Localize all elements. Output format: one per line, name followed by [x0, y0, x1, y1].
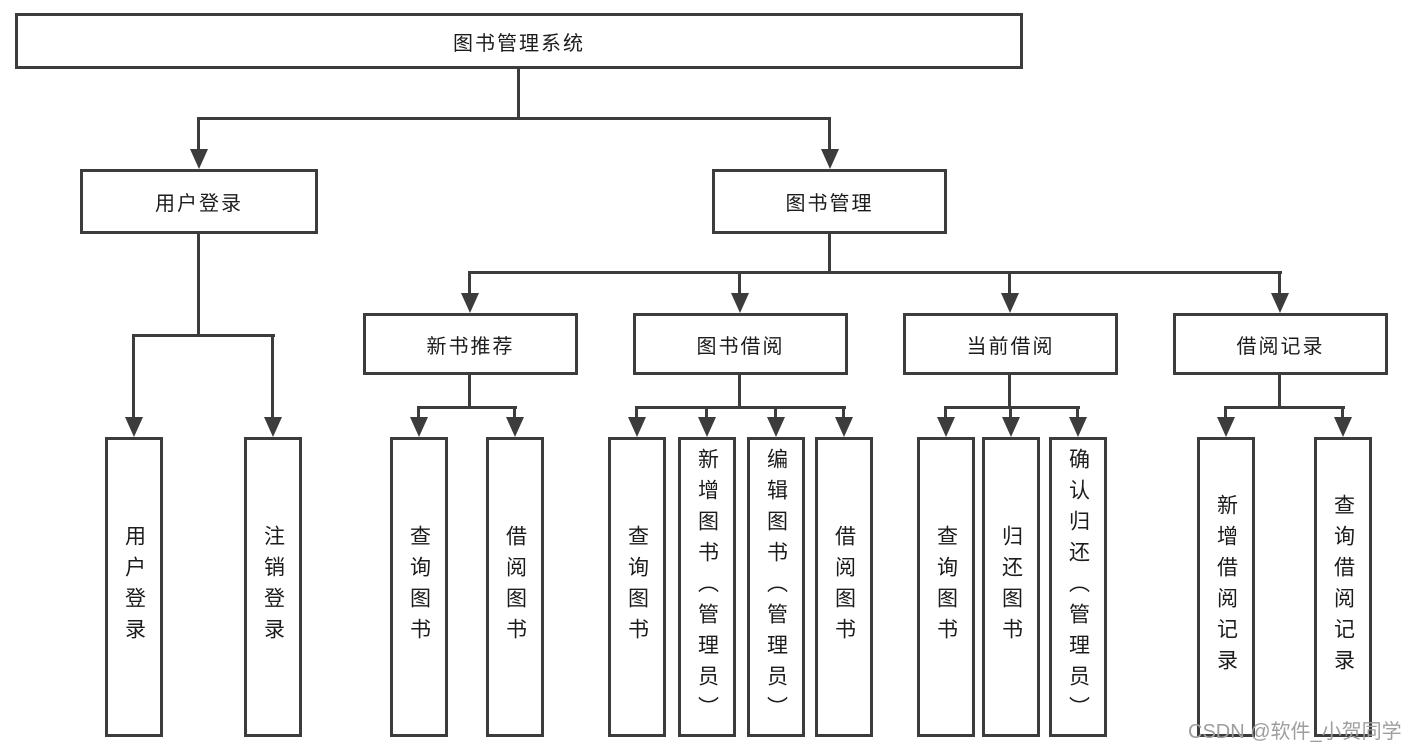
connector-borrowrecord-bar [1224, 406, 1345, 409]
csdn-watermark: CSDN @软件_小贺同学 [1188, 721, 1402, 743]
leaf-bb-query-books: 查询图书 [608, 437, 666, 737]
leaf-nb-borrow-books-label: 借阅图书 [503, 525, 527, 649]
leaf-bb-edit-books-admin-label: 编辑图书（管理员） [764, 447, 788, 727]
connector-currentborrow-trunk [1008, 375, 1011, 409]
arrow-down-icon [410, 417, 428, 437]
leaf-br-query-record: 查询借阅记录 [1314, 437, 1372, 737]
connector-currentborrow-drop-1 [944, 406, 947, 419]
node-user-login: 用户登录 [80, 169, 318, 234]
connector-userlogin-drop-2 [271, 334, 274, 418]
connector-newbooks-drop-2 [513, 406, 516, 419]
arrow-down-icon [698, 417, 716, 437]
node-current-borrow: 当前借阅 [903, 313, 1118, 375]
connector-userlogin-drop-1 [132, 334, 135, 418]
leaf-bb-add-books-admin: 新增图书（管理员） [678, 437, 736, 737]
arrow-down-icon [125, 417, 143, 437]
leaf-bb-borrow-books-label: 借阅图书 [832, 525, 856, 649]
connector-bookmgmt-drop-2 [738, 271, 741, 294]
connector-bookmgmt-drop-1 [468, 271, 471, 294]
leaf-cb-confirm-return-admin-label: 确认归还（管理员） [1066, 447, 1090, 727]
connector-currentborrow-bar [944, 406, 1080, 409]
connector-newbooks-trunk [468, 375, 471, 409]
connector-userlogin-bar [132, 334, 275, 337]
leaf-cb-query-books-label: 查询图书 [934, 525, 958, 649]
leaf-cb-return-books: 归还图书 [982, 437, 1040, 737]
leaf-cb-confirm-return-admin: 确认归还（管理员） [1049, 437, 1107, 737]
node-book-management-label: 图书管理 [785, 193, 874, 215]
arrow-down-icon [628, 417, 646, 437]
node-root: 图书管理系统 [15, 13, 1023, 69]
connector-userlogin-trunk [197, 234, 200, 337]
node-current-borrow-label: 当前借阅 [966, 335, 1055, 358]
arrow-down-icon [937, 417, 955, 437]
connector-root-drop-left [197, 117, 200, 151]
leaf-user-login-label: 用户登录 [122, 525, 146, 649]
arrow-down-icon [1002, 417, 1020, 437]
connector-bookborrow-drop-1 [635, 406, 638, 419]
arrow-down-icon [1001, 293, 1019, 313]
arrow-down-icon [1334, 417, 1352, 437]
arrow-down-icon [835, 417, 853, 437]
leaf-bb-add-books-admin-label: 新增图书（管理员） [695, 447, 719, 727]
connector-bookborrow-drop-4 [842, 406, 845, 419]
leaf-br-add-record-label: 新增借阅记录 [1214, 494, 1238, 680]
node-new-book-recommend-label: 新书推荐 [426, 335, 515, 358]
connector-bookborrow-trunk [738, 375, 741, 409]
connector-bookborrow-drop-3 [774, 406, 777, 419]
connector-bookmgmt-trunk [828, 234, 831, 274]
arrow-down-icon [731, 293, 749, 313]
connector-bookmgmt-drop-4 [1278, 271, 1281, 294]
arrow-down-icon [190, 149, 208, 169]
connector-root-drop-right [828, 117, 831, 151]
connector-borrowrecord-drop-2 [1341, 406, 1344, 419]
leaf-bb-query-books-label: 查询图书 [625, 525, 649, 649]
arrow-down-icon [1069, 417, 1087, 437]
leaf-cb-return-books-label: 归还图书 [999, 525, 1023, 649]
connector-root-bar [197, 117, 831, 120]
connector-newbooks-bar [417, 406, 517, 409]
node-book-borrow: 图书借阅 [633, 313, 848, 375]
arrow-down-icon [1271, 293, 1289, 313]
node-book-borrow-label: 图书借阅 [696, 335, 785, 358]
leaf-nb-borrow-books: 借阅图书 [486, 437, 544, 737]
leaf-user-login: 用户登录 [105, 437, 163, 737]
leaf-bb-borrow-books: 借阅图书 [815, 437, 873, 737]
connector-bookmgmt-bar [468, 271, 1282, 274]
connector-currentborrow-drop-3 [1076, 406, 1079, 419]
leaf-logout-login-label: 注销登录 [261, 525, 285, 649]
connector-currentborrow-drop-2 [1009, 406, 1012, 419]
node-borrow-record-label: 借阅记录 [1236, 335, 1325, 358]
connector-bookborrow-bar [635, 406, 846, 409]
connector-newbooks-drop-1 [417, 406, 420, 419]
leaf-cb-query-books: 查询图书 [917, 437, 975, 737]
arrow-down-icon [506, 417, 524, 437]
arrow-down-icon [1217, 417, 1235, 437]
node-book-management: 图书管理 [712, 169, 947, 234]
node-borrow-record: 借阅记录 [1173, 313, 1388, 375]
arrow-down-icon [264, 417, 282, 437]
arrow-down-icon [821, 149, 839, 169]
leaf-nb-query-books: 查询图书 [390, 437, 448, 737]
arrow-down-icon [461, 293, 479, 313]
leaf-bb-edit-books-admin: 编辑图书（管理员） [747, 437, 805, 737]
leaf-br-query-record-label: 查询借阅记录 [1331, 494, 1355, 680]
connector-borrowrecord-trunk [1278, 375, 1281, 409]
node-new-book-recommend: 新书推荐 [363, 313, 578, 375]
connector-borrowrecord-drop-1 [1224, 406, 1227, 419]
connector-bookborrow-drop-2 [705, 406, 708, 419]
connector-bookmgmt-drop-3 [1008, 271, 1011, 294]
node-root-label: 图书管理系统 [453, 32, 585, 55]
arrow-down-icon [767, 417, 785, 437]
leaf-nb-query-books-label: 查询图书 [407, 525, 431, 649]
connector-root-trunk [517, 69, 520, 119]
leaf-logout-login: 注销登录 [244, 437, 302, 737]
node-user-login-label: 用户登录 [155, 193, 243, 215]
leaf-br-add-record: 新增借阅记录 [1197, 437, 1255, 737]
